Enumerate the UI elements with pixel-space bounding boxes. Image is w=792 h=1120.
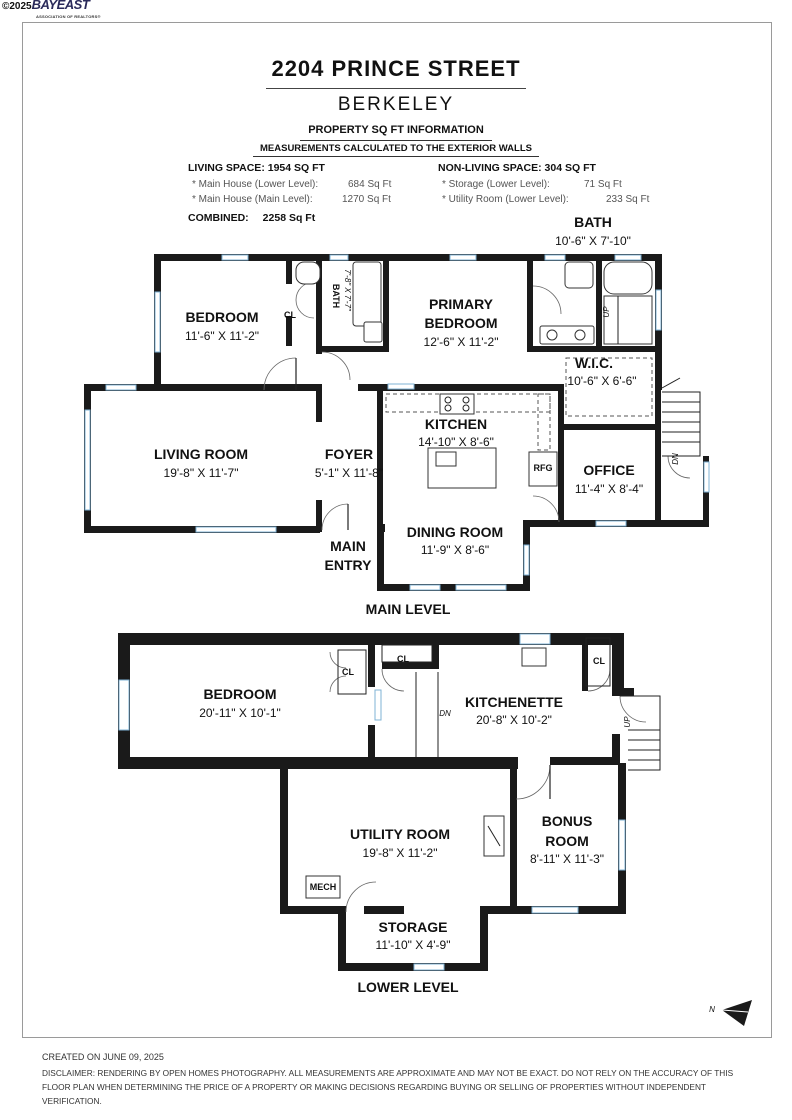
nonliving-space-heading: NON-LIVING SPACE: 304 SQ FT xyxy=(438,162,596,174)
brand-logo: ©2025BAYEAST ASSOCIATION OF REALTORS® xyxy=(2,0,100,19)
kitchenette-closet: CL xyxy=(593,656,605,666)
main-entry-line-2: ENTRY xyxy=(325,557,373,573)
foyer-name: FOYER xyxy=(325,446,373,462)
bonus-room-name-2: ROOM xyxy=(545,833,589,849)
brand-name: BAYEAST xyxy=(31,0,90,12)
utility-room-dim: 19'-8" X 11'-2" xyxy=(363,846,438,860)
mech-label: MECH xyxy=(310,882,337,892)
bonus-room-name-1: BONUS xyxy=(542,813,593,829)
lower-exterior-stairs xyxy=(620,695,661,771)
office-name: OFFICE xyxy=(583,462,634,478)
nonliving-item-storage-value: 71 Sq Ft xyxy=(584,179,622,190)
north-label: N xyxy=(709,1005,715,1014)
property-city: BERKELEY xyxy=(337,94,455,115)
small-bath-dim: 7'-8" X 7'-7" xyxy=(343,269,352,312)
combined-label: COMBINED: xyxy=(188,212,249,224)
utility-room-name: UTILITY ROOM xyxy=(350,826,450,842)
primary-bedroom-name-1: PRIMARY xyxy=(429,296,494,312)
dining-room-dim: 11'-9" X 8'-6" xyxy=(421,543,489,557)
lower-bedroom-closet: CL xyxy=(342,667,354,677)
kitchen-dim: 14'-10" X 8'-6" xyxy=(418,435,494,449)
primary-bedroom-dim: 12'-6" X 11'-2" xyxy=(424,335,499,349)
north-arrow-icon: N xyxy=(709,1000,752,1026)
main-stairs-down-label: DN xyxy=(671,453,680,465)
main-entry-line-1: MAIN xyxy=(330,538,366,554)
wic-dim: 10'-6" X 6'-6" xyxy=(567,374,636,388)
lower-bedroom-dim: 20'-11" X 10'-1" xyxy=(199,706,281,720)
living-item-lower-label: * Main House (Lower Level): xyxy=(192,179,319,190)
created-date: CREATED ON JUNE 09, 2025 xyxy=(42,1052,164,1062)
living-item-main-value: 1270 Sq Ft xyxy=(342,194,391,205)
nonliving-item-utility: * Utility Room (Lower Level): 233 Sq Ft xyxy=(442,194,649,205)
kitchenette-dim: 20'-8" X 10'-2" xyxy=(476,713,552,727)
title-divider xyxy=(266,88,526,89)
living-room-dim: 19'-8" X 11'-7" xyxy=(164,466,239,480)
property-address: 2204 PRINCE STREET xyxy=(271,56,521,81)
storage-name: STORAGE xyxy=(379,919,448,935)
living-item-main-label: * Main House (Main Level): xyxy=(192,194,313,205)
bonus-room-dim: 8'-11" X 11'-3" xyxy=(530,852,604,866)
main-stairs xyxy=(661,377,701,457)
info-subtitle-divider xyxy=(253,156,539,157)
nonliving-item-storage: * Storage (Lower Level): 71 Sq Ft xyxy=(442,179,622,190)
info-subtitle: MEASUREMENTS CALCULATED TO THE EXTERIOR … xyxy=(260,143,532,154)
lower-level-plan xyxy=(118,633,661,971)
living-item-lower: * Main House (Lower Level): 684 Sq Ft xyxy=(192,179,391,190)
primary-bath-dim: 10'-6" X 7'-10" xyxy=(555,234,631,248)
lower-interior-stairs xyxy=(415,672,439,757)
office-dim: 11'-4" X 8'-4" xyxy=(575,482,643,496)
living-item-lower-value: 684 Sq Ft xyxy=(348,179,392,190)
main-bedroom-name: BEDROOM xyxy=(185,309,258,325)
main-level-plan xyxy=(84,254,710,591)
wic-name: W.I.C. xyxy=(575,355,613,371)
lower-bedroom-name: BEDROOM xyxy=(203,686,276,702)
copyright-text: ©2025 xyxy=(2,1,32,12)
refrigerator-label: RFG xyxy=(534,463,553,473)
living-room-name: LIVING ROOM xyxy=(154,446,248,462)
dining-room-name: DINING ROOM xyxy=(407,524,503,540)
combined-total: COMBINED: 2258 Sq Ft xyxy=(188,212,315,224)
lower-stairs-up-label: UP xyxy=(623,716,632,728)
primary-bath-up-label: UP xyxy=(602,306,611,318)
main-bedroom-closet: CL xyxy=(284,310,296,320)
combined-value: 2258 Sq Ft xyxy=(262,212,316,224)
main-level-label: MAIN LEVEL xyxy=(366,601,451,617)
page-frame xyxy=(22,22,772,1038)
primary-bath-name: BATH xyxy=(574,214,612,230)
disclaimer-text: DISCLAIMER: RENDERING BY OPEN HOMES PHOT… xyxy=(42,1068,734,1106)
small-bath-name: BATH xyxy=(331,284,341,308)
nonliving-item-utility-label: * Utility Room (Lower Level): xyxy=(442,194,569,205)
nonliving-item-utility-value: 233 Sq Ft xyxy=(606,194,650,205)
storage-dim: 11'-10" X 4'-9" xyxy=(376,938,451,952)
foyer-dim: 5'-1" X 11'-8" xyxy=(315,466,383,480)
main-bedroom-dim: 11'-6" X 11'-2" xyxy=(185,329,259,343)
kitchenette-name: KITCHENETTE xyxy=(465,694,563,710)
nonliving-item-storage-label: * Storage (Lower Level): xyxy=(442,179,550,190)
kitchen-name: KITCHEN xyxy=(425,416,487,432)
hall-closet: CL xyxy=(397,654,409,664)
lower-stairs-down-label: DN xyxy=(439,709,451,718)
living-item-main: * Main House (Main Level): 1270 Sq Ft xyxy=(192,194,391,205)
living-space-heading: LIVING SPACE: 1954 SQ FT xyxy=(188,162,325,174)
info-title-divider xyxy=(300,140,492,141)
brand-tagline: ASSOCIATION OF REALTORS® xyxy=(36,14,101,19)
info-title: PROPERTY SQ FT INFORMATION xyxy=(308,124,484,136)
primary-bedroom-name-2: BEDROOM xyxy=(424,315,497,331)
lower-level-label: LOWER LEVEL xyxy=(357,979,459,995)
